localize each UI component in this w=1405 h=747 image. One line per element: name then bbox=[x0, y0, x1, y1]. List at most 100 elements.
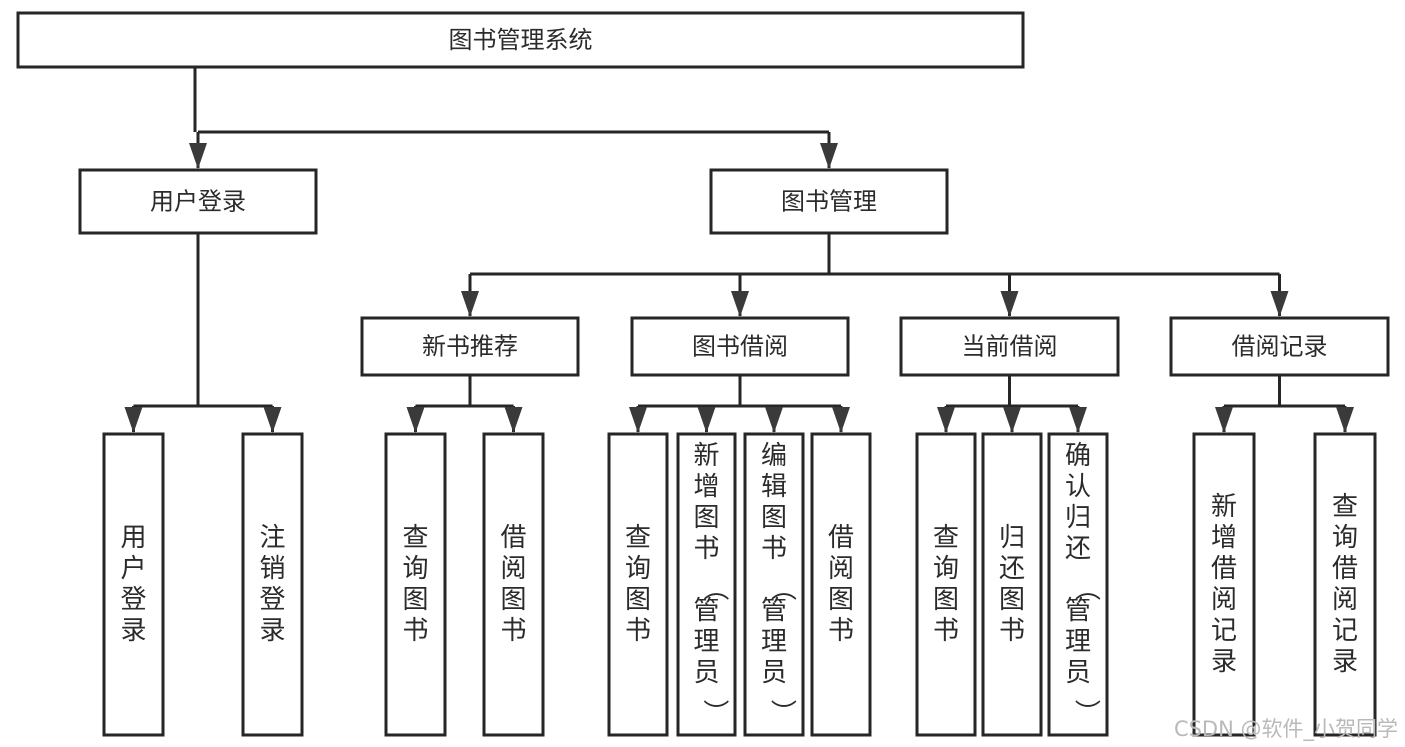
svg-text:员: 员 bbox=[693, 658, 719, 688]
leaf-node-logout-1[interactable] bbox=[241, 432, 304, 737]
svg-text:借: 借 bbox=[1211, 554, 1237, 584]
leaf-node-add-book-admin-1[interactable] bbox=[676, 432, 737, 737]
svg-text:（: （ bbox=[700, 575, 730, 601]
svg-text:新: 新 bbox=[1211, 492, 1237, 522]
svg-text:登: 登 bbox=[259, 585, 285, 615]
leaf-node-query-book-0[interactable] bbox=[915, 432, 977, 737]
node-layer: 图书管理系统用户登录图书管理新书推荐图书借阅当前借阅借阅记录用户登录注销登录查询… bbox=[16, 11, 1390, 737]
svg-text:新: 新 bbox=[693, 441, 719, 471]
svg-text:理: 理 bbox=[693, 627, 719, 657]
svg-text:图: 图 bbox=[761, 503, 787, 533]
svg-text:）: ） bbox=[1071, 699, 1101, 725]
leaf-node-borrow-book-3[interactable] bbox=[810, 432, 872, 737]
node-user-login[interactable] bbox=[78, 168, 318, 235]
arrow-head-icon bbox=[504, 407, 523, 433]
arrow-head-icon bbox=[124, 407, 143, 433]
leaf-node-borrow-book-1[interactable] bbox=[482, 432, 545, 737]
leaf-node-edit-book-admin-2[interactable] bbox=[743, 432, 805, 737]
svg-text:录: 录 bbox=[259, 616, 285, 646]
node-book-management[interactable] bbox=[709, 168, 949, 235]
leaf-node-user-login-0[interactable] bbox=[102, 432, 165, 737]
leaf-node-query-borrow-record-1[interactable] bbox=[1313, 432, 1377, 737]
node-label-borrow-record: 借阅记录 bbox=[1232, 333, 1328, 361]
arrow-head-icon bbox=[189, 143, 207, 169]
arrow-head-icon bbox=[1215, 407, 1233, 433]
arrow-head-icon bbox=[1003, 407, 1021, 433]
leaf-node-add-borrow-record-0[interactable] bbox=[1192, 432, 1256, 737]
svg-text:书: 书 bbox=[999, 616, 1025, 646]
arrow-head-icon bbox=[820, 143, 838, 169]
svg-text:书: 书 bbox=[500, 616, 526, 646]
arrow-head-icon bbox=[1270, 291, 1289, 317]
svg-text:记: 记 bbox=[1332, 616, 1358, 646]
svg-text:借: 借 bbox=[1332, 554, 1358, 584]
svg-text:归: 归 bbox=[999, 523, 1025, 553]
node-label-library-management-system: 图书管理系统 bbox=[449, 26, 593, 54]
svg-text:管: 管 bbox=[1065, 596, 1091, 626]
svg-text:书: 书 bbox=[625, 616, 651, 646]
svg-text:图: 图 bbox=[402, 585, 428, 615]
svg-text:用: 用 bbox=[120, 523, 146, 553]
arrow-head-icon bbox=[406, 407, 425, 433]
svg-text:查: 查 bbox=[933, 523, 959, 553]
svg-text:管: 管 bbox=[693, 596, 719, 626]
svg-text:图: 图 bbox=[999, 585, 1025, 615]
svg-text:）: ） bbox=[700, 699, 730, 725]
svg-text:记: 记 bbox=[1211, 616, 1237, 646]
svg-text:阅: 阅 bbox=[1211, 585, 1237, 615]
arrow-head-icon bbox=[1000, 291, 1019, 317]
svg-text:理: 理 bbox=[1065, 627, 1091, 657]
svg-text:查: 查 bbox=[402, 523, 428, 553]
svg-text:）: ） bbox=[767, 699, 797, 725]
svg-text:（: （ bbox=[767, 575, 797, 601]
svg-text:查: 查 bbox=[625, 523, 651, 553]
node-library-management-system[interactable] bbox=[16, 11, 1025, 69]
connector-layer bbox=[124, 67, 1354, 433]
leaf-node-return-book-1[interactable] bbox=[981, 432, 1043, 737]
svg-text:查: 查 bbox=[1332, 492, 1358, 522]
svg-text:询: 询 bbox=[933, 554, 959, 584]
node-label-user-login: 用户登录 bbox=[150, 188, 246, 216]
arrow-head-icon bbox=[1336, 407, 1354, 433]
svg-text:归: 归 bbox=[1065, 503, 1091, 533]
node-current-borrow[interactable] bbox=[899, 316, 1120, 377]
svg-text:户: 户 bbox=[120, 554, 146, 584]
node-book-borrow[interactable] bbox=[630, 316, 850, 377]
arrow-head-icon bbox=[629, 407, 647, 433]
svg-text:询: 询 bbox=[625, 554, 651, 584]
svg-text:增: 增 bbox=[693, 472, 719, 502]
svg-text:管: 管 bbox=[761, 596, 787, 626]
leaf-node-confirm-return-admin-2[interactable] bbox=[1047, 432, 1109, 737]
svg-text:图: 图 bbox=[693, 503, 719, 533]
svg-text:阅: 阅 bbox=[500, 554, 526, 584]
leaf-node-query-book-0[interactable] bbox=[607, 432, 669, 737]
csdn-watermark: CSDN @软件_小贺同学 bbox=[1174, 717, 1398, 742]
svg-text:辑: 辑 bbox=[761, 472, 787, 502]
node-new-book-recommend[interactable] bbox=[360, 316, 580, 377]
svg-text:图: 图 bbox=[828, 585, 854, 615]
svg-text:还: 还 bbox=[999, 554, 1025, 584]
svg-text:员: 员 bbox=[761, 658, 787, 688]
svg-text:销: 销 bbox=[259, 554, 285, 584]
svg-text:录: 录 bbox=[1332, 647, 1358, 677]
node-borrow-record[interactable] bbox=[1169, 316, 1390, 377]
arrow-head-icon bbox=[832, 407, 850, 433]
svg-text:书: 书 bbox=[693, 534, 719, 564]
svg-text:借: 借 bbox=[828, 523, 854, 553]
arrow-head-icon bbox=[263, 407, 282, 433]
leaf-node-query-book-0[interactable] bbox=[384, 432, 447, 737]
svg-text:图: 图 bbox=[500, 585, 526, 615]
arrow-head-icon bbox=[697, 407, 716, 433]
svg-text:还: 还 bbox=[1065, 534, 1091, 564]
